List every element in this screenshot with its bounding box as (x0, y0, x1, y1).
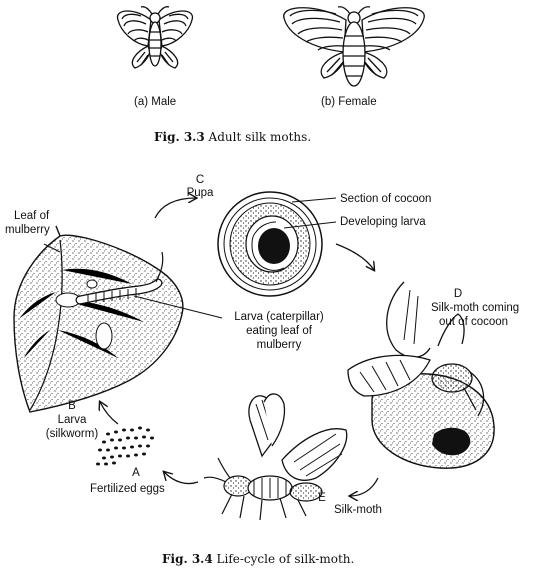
stage-b-text-1: Larva (57, 414, 87, 426)
stage-c-letter: C (195, 174, 205, 186)
arrow-cocoon-to-silkmoth (350, 477, 379, 496)
leader-larva-eating (133, 295, 223, 319)
fig33-caption-text: Adult silk moths. (208, 130, 312, 144)
label-leaf-of: Leaf of (14, 210, 50, 222)
arrow-pupa-to-moth (335, 243, 374, 270)
arrow-eggs-to-larva (100, 402, 119, 425)
stage-e-text: Silk-moth (334, 504, 382, 516)
leader-leaf-of-mulberry (43, 243, 61, 253)
eggs-drawing (96, 426, 154, 466)
stage-d-text-1: Silk-moth coming (431, 302, 520, 314)
female-moth-drawing (283, 6, 425, 87)
fig34-caption-text: Life-cycle of silk-moth. (216, 552, 355, 566)
stage-b-text-2: (silkworm) (45, 428, 99, 440)
label-larva-mulberry: mulberry (256, 339, 302, 351)
arrow-silkmoth-to-eggs (164, 472, 199, 485)
male-label: (a) Male (134, 96, 177, 108)
label-larva-caterpillar: Larva (caterpillar) (234, 311, 324, 323)
label-mulberry: mulberry (5, 224, 50, 236)
fig33-caption-number: Fig. 3.3 (154, 130, 205, 144)
stage-c-name: Pupa (186, 187, 214, 199)
label-eating-leaf-of: eating leaf of (246, 325, 312, 337)
stage-d-text-2: out of cocoon (439, 316, 509, 328)
mulberry-leaf-drawing (13, 225, 184, 413)
stage-e-letter: E (318, 492, 326, 504)
male-moth-drawing (117, 6, 193, 69)
female-label: (b) Female (321, 96, 377, 108)
label-section-of-cocoon: Section of cocoon (340, 193, 432, 205)
label-developing-larva: Developing larva (340, 216, 426, 228)
fig34-caption-number: Fig. 3.4 (162, 552, 213, 566)
stage-a-text: Fertilized eggs (90, 483, 165, 495)
emerging-moth-drawing (347, 281, 495, 469)
stage-d-letter: D (453, 288, 463, 300)
cocoon-section-drawing (217, 191, 323, 297)
fig33-caption: Fig. 3.3 Adult silk moths. (154, 130, 311, 144)
arrow-leaf-to-pupa (154, 198, 196, 219)
adult-silkmoth-drawing (203, 393, 348, 521)
leader-developing-larva (283, 221, 337, 229)
stage-a-letter: A (132, 467, 140, 479)
leader-section-of-cocoon (291, 197, 337, 203)
stage-b-letter: B (68, 400, 76, 412)
fig34-caption: Fig. 3.4 Life-cycle of silk-moth. (162, 552, 354, 566)
